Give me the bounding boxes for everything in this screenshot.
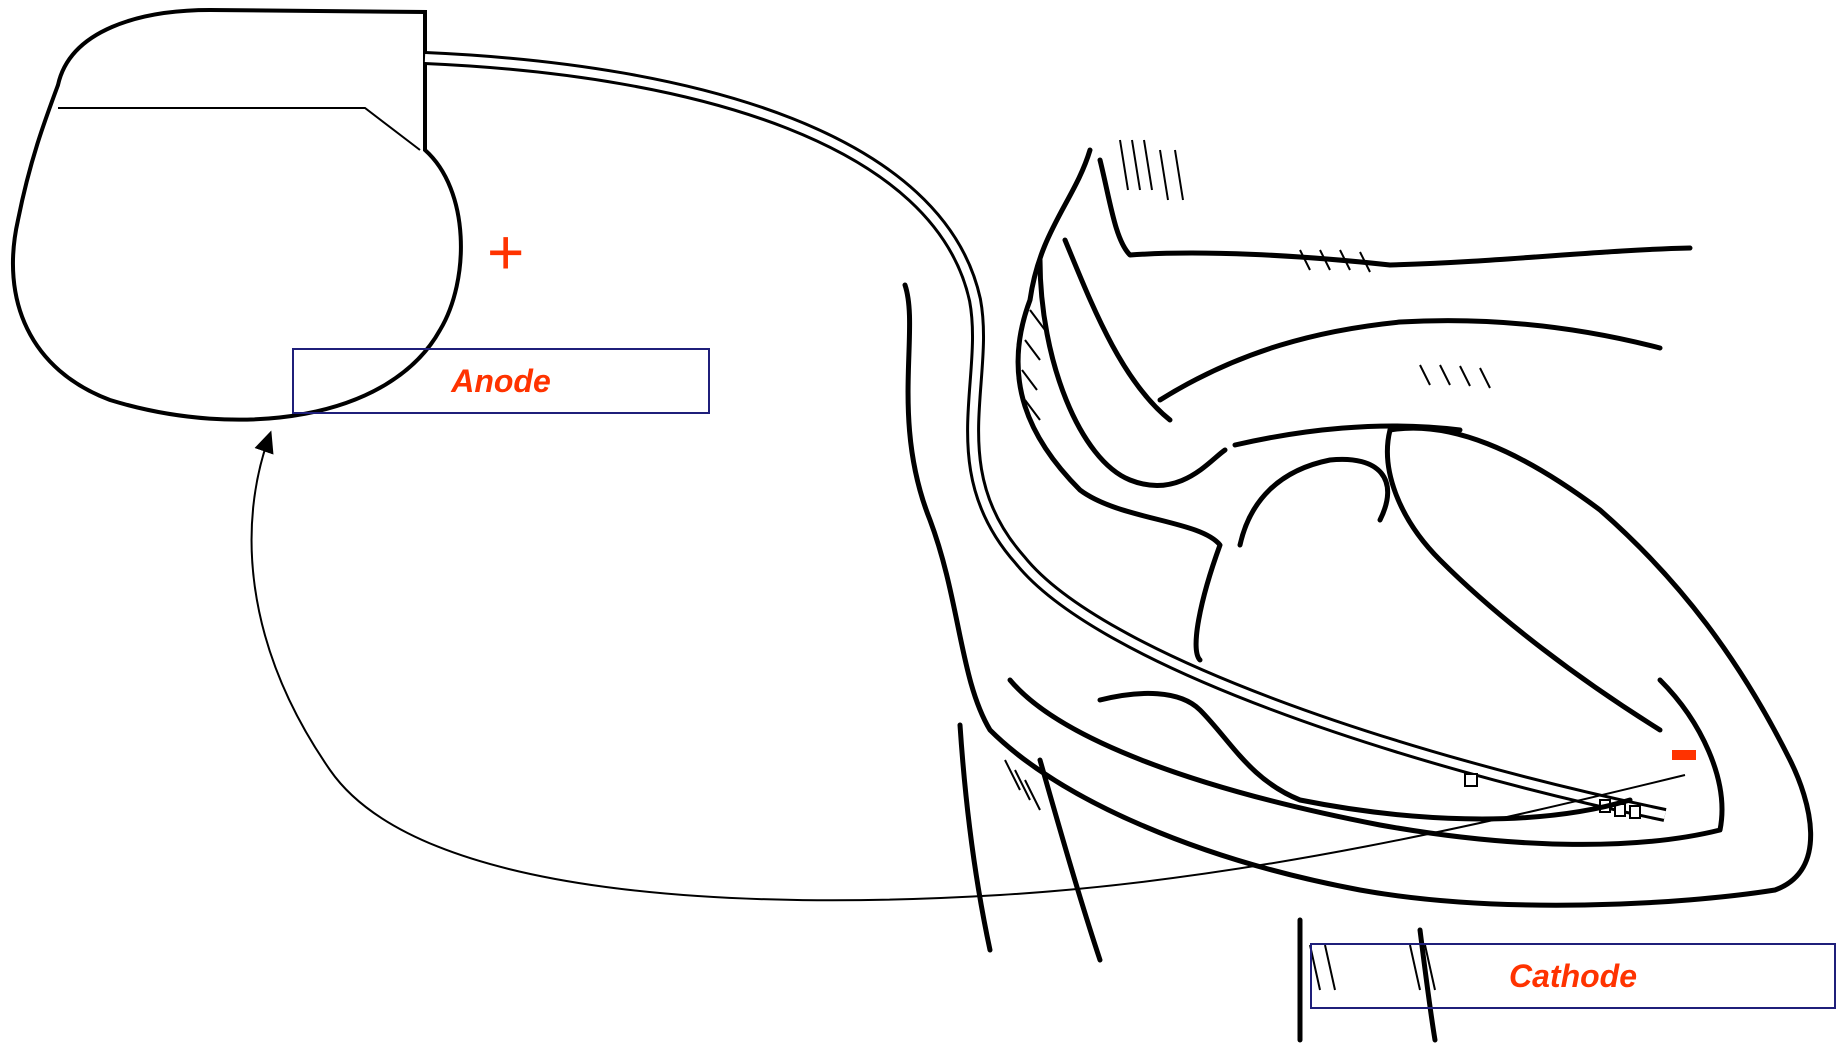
anode-plus-sign: + <box>487 220 524 284</box>
pacing-lead <box>425 58 1665 815</box>
anode-label: Anode <box>451 363 551 400</box>
heart-illustration <box>905 150 1811 1040</box>
cathode-label: Cathode <box>1509 958 1637 995</box>
cathode-minus-sign <box>1672 750 1696 760</box>
anode-label-box: Anode <box>292 348 710 414</box>
cathode-label-box: Cathode <box>1310 943 1836 1009</box>
